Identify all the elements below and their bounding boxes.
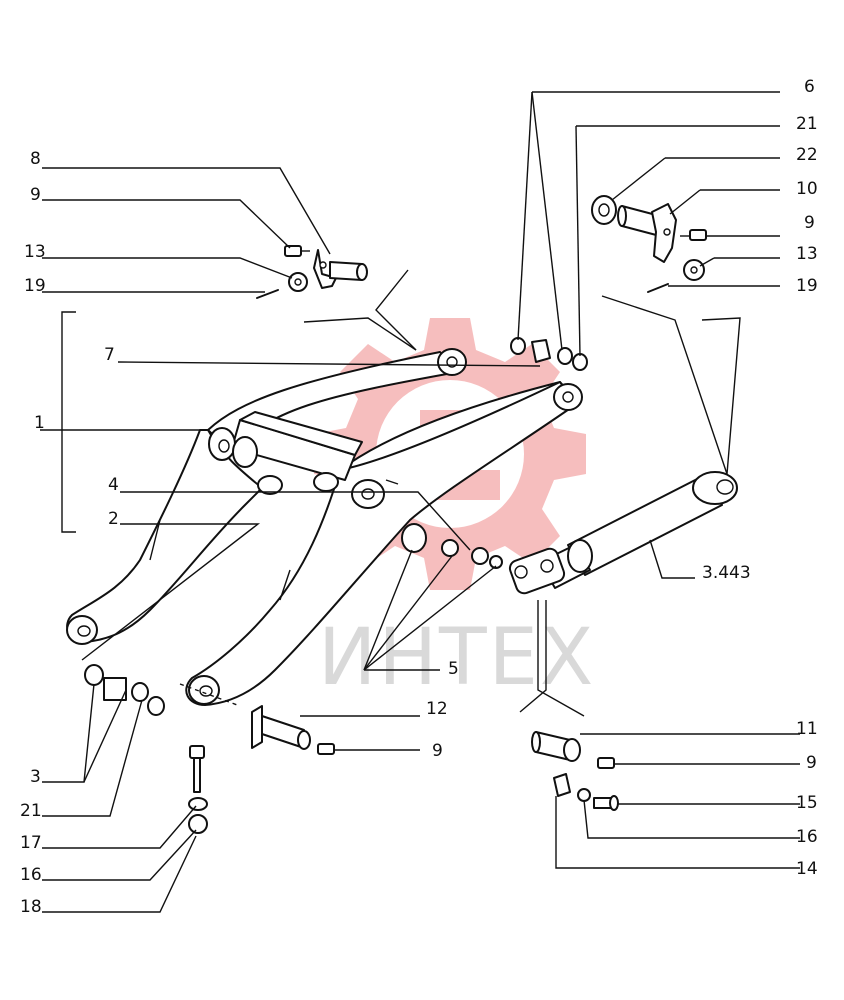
callout-19-left: 19 xyxy=(24,276,46,296)
callout-9-mid: 9 xyxy=(432,741,443,761)
callout-13-left: 13 xyxy=(24,242,46,262)
callout-1: 1 xyxy=(34,413,45,433)
cotter-19-left xyxy=(256,289,279,299)
bushing-3 xyxy=(84,664,165,716)
callout-15: 15 xyxy=(796,793,818,813)
washer-13-left xyxy=(288,272,308,292)
callout-18: 18 xyxy=(20,897,42,917)
callout-17: 17 xyxy=(20,833,42,853)
callout-2: 2 xyxy=(108,509,119,529)
nut-16-left xyxy=(188,814,208,834)
pin-12 xyxy=(251,705,311,750)
callout-5: 5 xyxy=(448,659,459,679)
callout-8: 8 xyxy=(30,149,41,169)
callout-9-right: 9 xyxy=(804,213,815,233)
callout-4: 4 xyxy=(108,475,119,495)
bolt-15 xyxy=(593,795,619,811)
bolt-9-left xyxy=(284,245,310,257)
nut-16-right xyxy=(577,788,591,802)
pin-8 xyxy=(313,249,368,289)
leader-lines xyxy=(40,91,800,913)
washer-17 xyxy=(188,797,208,811)
lift-cylinder xyxy=(508,471,738,595)
callout-12: 12 xyxy=(426,699,448,719)
callout-labels: 6 21 22 10 9 13 19 8 9 13 19 7 1 4 2 3.4… xyxy=(20,77,818,917)
callout-22: 22 xyxy=(796,145,818,165)
callout-21-bottom: 21 xyxy=(20,801,42,821)
pin-10 xyxy=(591,195,677,263)
callout-7: 7 xyxy=(104,345,115,365)
callout-3443: 3.443 xyxy=(702,563,751,583)
callout-9-left: 9 xyxy=(30,185,41,205)
callout-6: 6 xyxy=(804,77,815,97)
callout-21-top: 21 xyxy=(796,114,818,134)
bolt-9-mid xyxy=(317,743,335,755)
washer-13-right xyxy=(683,259,705,281)
callout-16-right: 16 xyxy=(796,827,818,847)
bolt-9-right xyxy=(680,229,707,241)
plate-14 xyxy=(553,773,571,797)
loader-boom xyxy=(66,348,583,706)
bushing-4-5 xyxy=(385,479,503,569)
cotter-19-right xyxy=(647,283,669,293)
callout-3: 3 xyxy=(30,767,41,787)
callout-19-right: 19 xyxy=(796,276,818,296)
watermark-text: ИНТЕХ xyxy=(318,613,595,703)
bolt-9-lower xyxy=(597,757,615,769)
callout-13-right: 13 xyxy=(796,244,818,264)
callout-14: 14 xyxy=(796,859,818,879)
pin-11 xyxy=(531,731,581,762)
callout-9-lower: 9 xyxy=(806,753,817,773)
bushing-6 xyxy=(510,337,588,371)
callout-16-left: 16 xyxy=(20,865,42,885)
bolt-21-bottom xyxy=(189,745,205,793)
callout-10: 10 xyxy=(796,179,818,199)
callout-11: 11 xyxy=(796,719,818,739)
